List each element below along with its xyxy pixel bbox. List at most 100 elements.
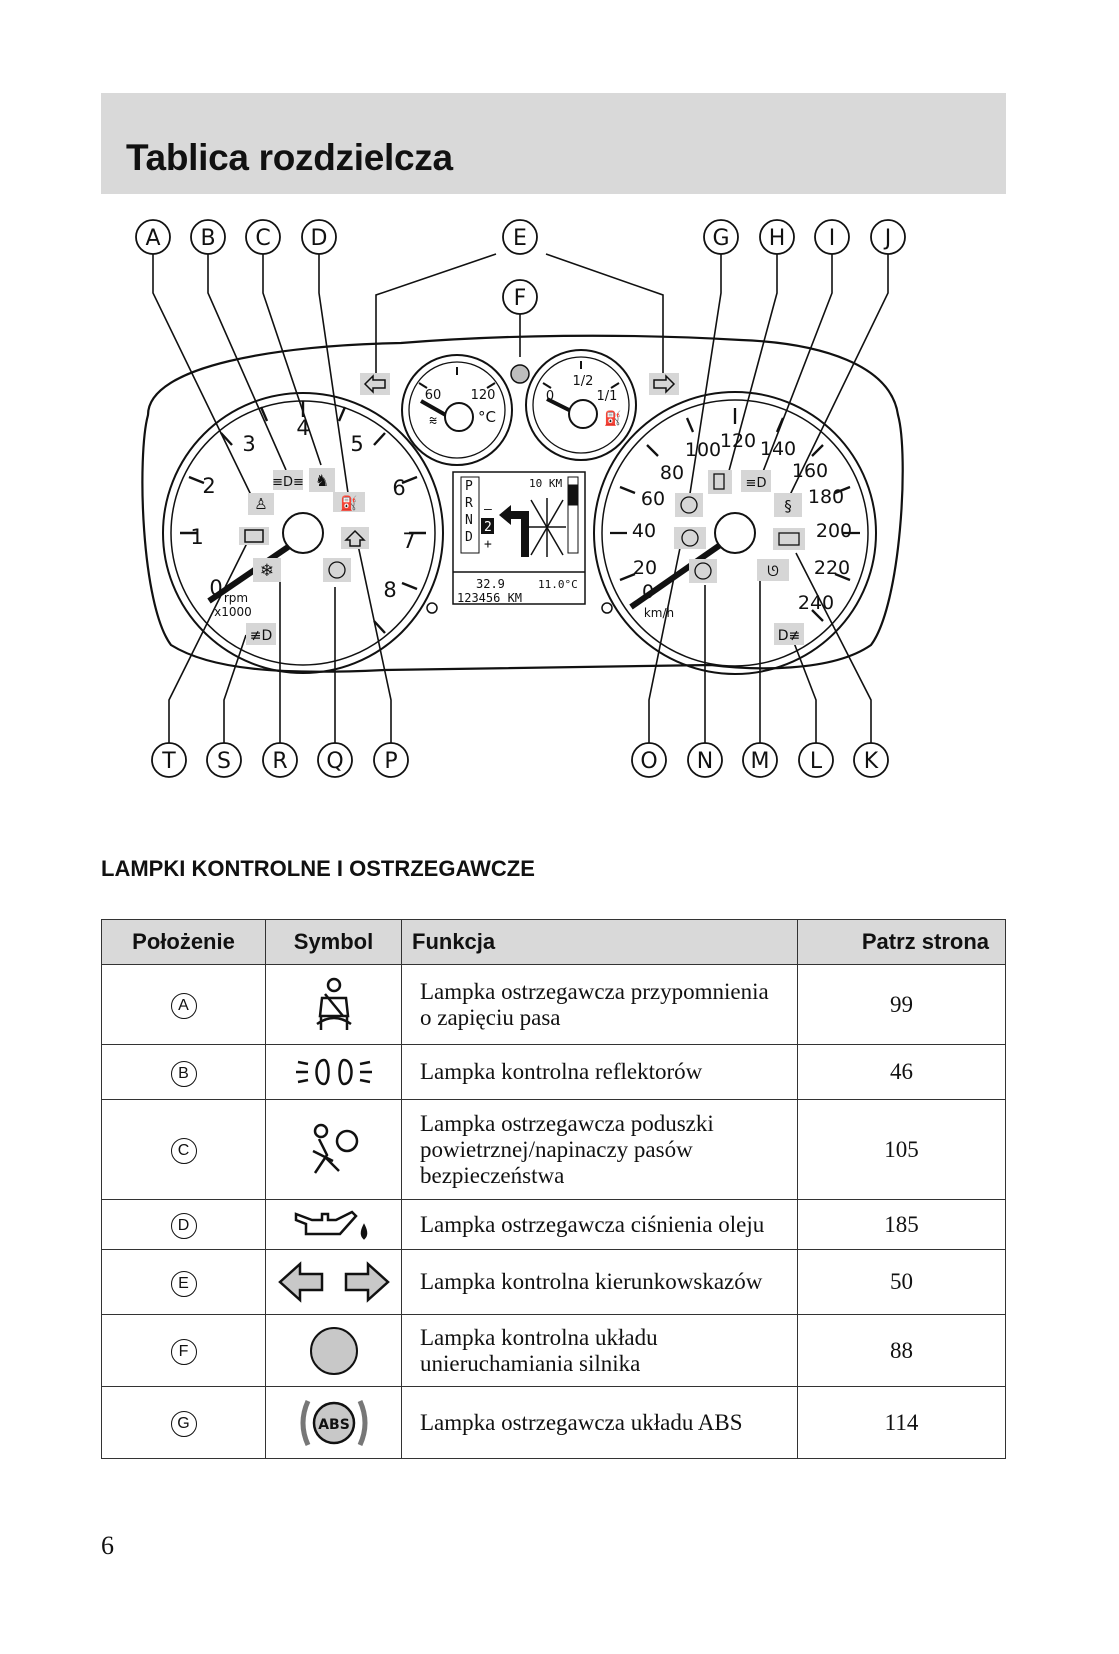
callout-q: Q [326, 749, 343, 774]
function-text: Lampka kontrolna reflektorów [401, 1044, 798, 1100]
position-label: D [170, 1213, 197, 1239]
tach-unit-rpm: rpm [224, 591, 248, 605]
callout-o: O [640, 749, 657, 774]
speed-hub [714, 512, 756, 554]
tachometer: 1 2 3 4 5 6 7 8 0 rpm x1000 ♙ ≡D≡ ♞ ⛽ ❄ … [162, 392, 444, 674]
speed-tick-200: 200 [816, 520, 852, 542]
speed-tick-240: 240 [798, 592, 834, 614]
turn-signal-lamps [360, 373, 679, 395]
position-label: C [170, 1138, 197, 1164]
table-row: E Lampka kontrolna kierunkowskazów 50 [101, 1249, 1006, 1315]
tach-tick-8: 8 [383, 578, 396, 602]
tach-tick-7: 7 [402, 529, 415, 553]
position-label: E [170, 1270, 197, 1297]
fuel-gauge: 0 1/2 1/1 ⛽ [525, 349, 637, 461]
callout-h: H [769, 226, 786, 251]
function-text: Lampka ostrzegawcza poduszki powietrznej… [401, 1099, 798, 1200]
function-text: Lampka kontrolna układu unieruchamiania … [401, 1314, 798, 1387]
table-row: A Lampka ostrzegawcza przypomnienia o za… [101, 964, 1006, 1045]
airbag-icon [311, 1123, 358, 1174]
page-reference: 185 [797, 1199, 1006, 1250]
display-temperature: 11.0°C [538, 578, 578, 591]
navigation-arrow [499, 505, 529, 557]
coolant-icon: ⩬ [429, 413, 437, 429]
section-heading: LAMPKI KONTROLNE I OSTRZEGAWCZE [101, 856, 535, 881]
fuel-warning-lamp [713, 473, 725, 490]
function-text: Lampka ostrzegawcza ciśnienia oleju [401, 1199, 798, 1250]
callout-r: R [272, 749, 287, 774]
page-number: 6 [101, 1531, 114, 1560]
tach-tick-1: 1 [190, 525, 203, 549]
position-label: A [170, 993, 197, 1019]
tachometer-ticks [180, 401, 426, 634]
oil-lamp: ⛽ [340, 495, 357, 512]
callout-d: D [311, 226, 328, 251]
callout-n: N [697, 749, 713, 774]
page-reference: 46 [797, 1044, 1006, 1100]
tach-tick-4: 4 [296, 416, 309, 440]
speed-tick-100: 100 [685, 439, 721, 461]
callouts-bottom: T S R Q P O N M L K [151, 742, 889, 778]
abs-lamp [680, 496, 698, 514]
callout-b: B [200, 226, 215, 251]
speed-tick-180: 180 [808, 486, 844, 508]
gear-p: P [465, 479, 473, 494]
warning-lamps-table: Położenie Symbol Funkcja Patrz strona A … [101, 919, 1006, 1459]
table-row: G ABS Lampka ostrzegawcza układu ABS 114 [101, 1386, 1006, 1459]
callout-f: F [514, 286, 527, 311]
position-label: G [170, 1411, 197, 1437]
display-odometer: 123456 KM [457, 591, 522, 605]
cruise-lamp [694, 562, 712, 580]
table-row: D Lampka ostrzegawcza ciśnienia oleju 18… [101, 1199, 1006, 1250]
callout-a: A [145, 226, 160, 251]
tach-hub [282, 512, 324, 554]
page-reference: 88 [797, 1314, 1006, 1387]
temp-high: 120 [471, 388, 496, 403]
header-band: Tablica rozdzielcza [101, 93, 1006, 194]
callout-p: P [384, 749, 397, 774]
gear-minus: – [484, 502, 492, 517]
gear-plus: + [484, 537, 492, 552]
temp-unit: °C [478, 408, 496, 426]
immobilizer-lamp [510, 364, 530, 384]
tach-tick-5: 5 [350, 432, 363, 456]
fuel-pump-icon: ⛽ [604, 410, 621, 427]
fuel-empty: 0 [546, 389, 554, 404]
instrument-cluster-diagram: 1 2 3 4 5 6 7 8 0 rpm x1000 ♙ ≡D≡ ♞ ⛽ ❄ … [135, 219, 906, 778]
turn-left-lamp [363, 374, 386, 394]
speed-tick-140: 140 [760, 438, 796, 460]
page-reference: 50 [797, 1249, 1006, 1315]
speed-tick-60: 60 [641, 488, 665, 510]
header-function: Funkcja [401, 919, 798, 965]
powertrain-lamp [328, 561, 346, 579]
table-row: C Lampka ostrzegawcza poduszki powietrzn… [101, 1099, 1006, 1200]
brake-lamp [681, 529, 699, 547]
callout-i: I [829, 226, 836, 251]
fuel-half: 1/2 [573, 374, 594, 389]
gear-selected: 2 [484, 520, 492, 535]
callout-l: L [810, 749, 823, 774]
callout-s: S [217, 749, 231, 774]
table-row: F Lampka kontrolna układu unieruchamiani… [101, 1314, 1006, 1387]
gear-r: R [465, 496, 473, 511]
temperature-gauge: 60 120 °C ⩬ [401, 354, 513, 466]
callout-e: E [513, 226, 527, 251]
stability-lamp: § [784, 497, 792, 515]
shift-lamp [344, 529, 366, 547]
table-header-row: Położenie Symbol Funkcja Patrz strona [101, 919, 1006, 965]
display-trip: 32.9 [476, 577, 505, 591]
callouts-top: A B C D E F G H I J [135, 219, 906, 315]
rear-fog-lamp: ≢D [250, 628, 273, 644]
oil-pressure-icon [294, 1209, 367, 1240]
header-page: Patrz strona [797, 919, 1006, 965]
battery-lamp [244, 529, 264, 543]
callout-k: K [864, 749, 879, 774]
seatbelt-lamp: ♙ [254, 495, 267, 513]
callout-m: M [751, 749, 770, 774]
position-label: F [170, 1339, 197, 1365]
cluster-housing [141, 334, 904, 673]
turn-right-lamp [653, 374, 676, 394]
page-title: Tablica rozdzielcza [126, 137, 453, 178]
speed-tick-220: 220 [814, 557, 850, 579]
headlamp-lamp: ≡D≡ [272, 475, 304, 490]
